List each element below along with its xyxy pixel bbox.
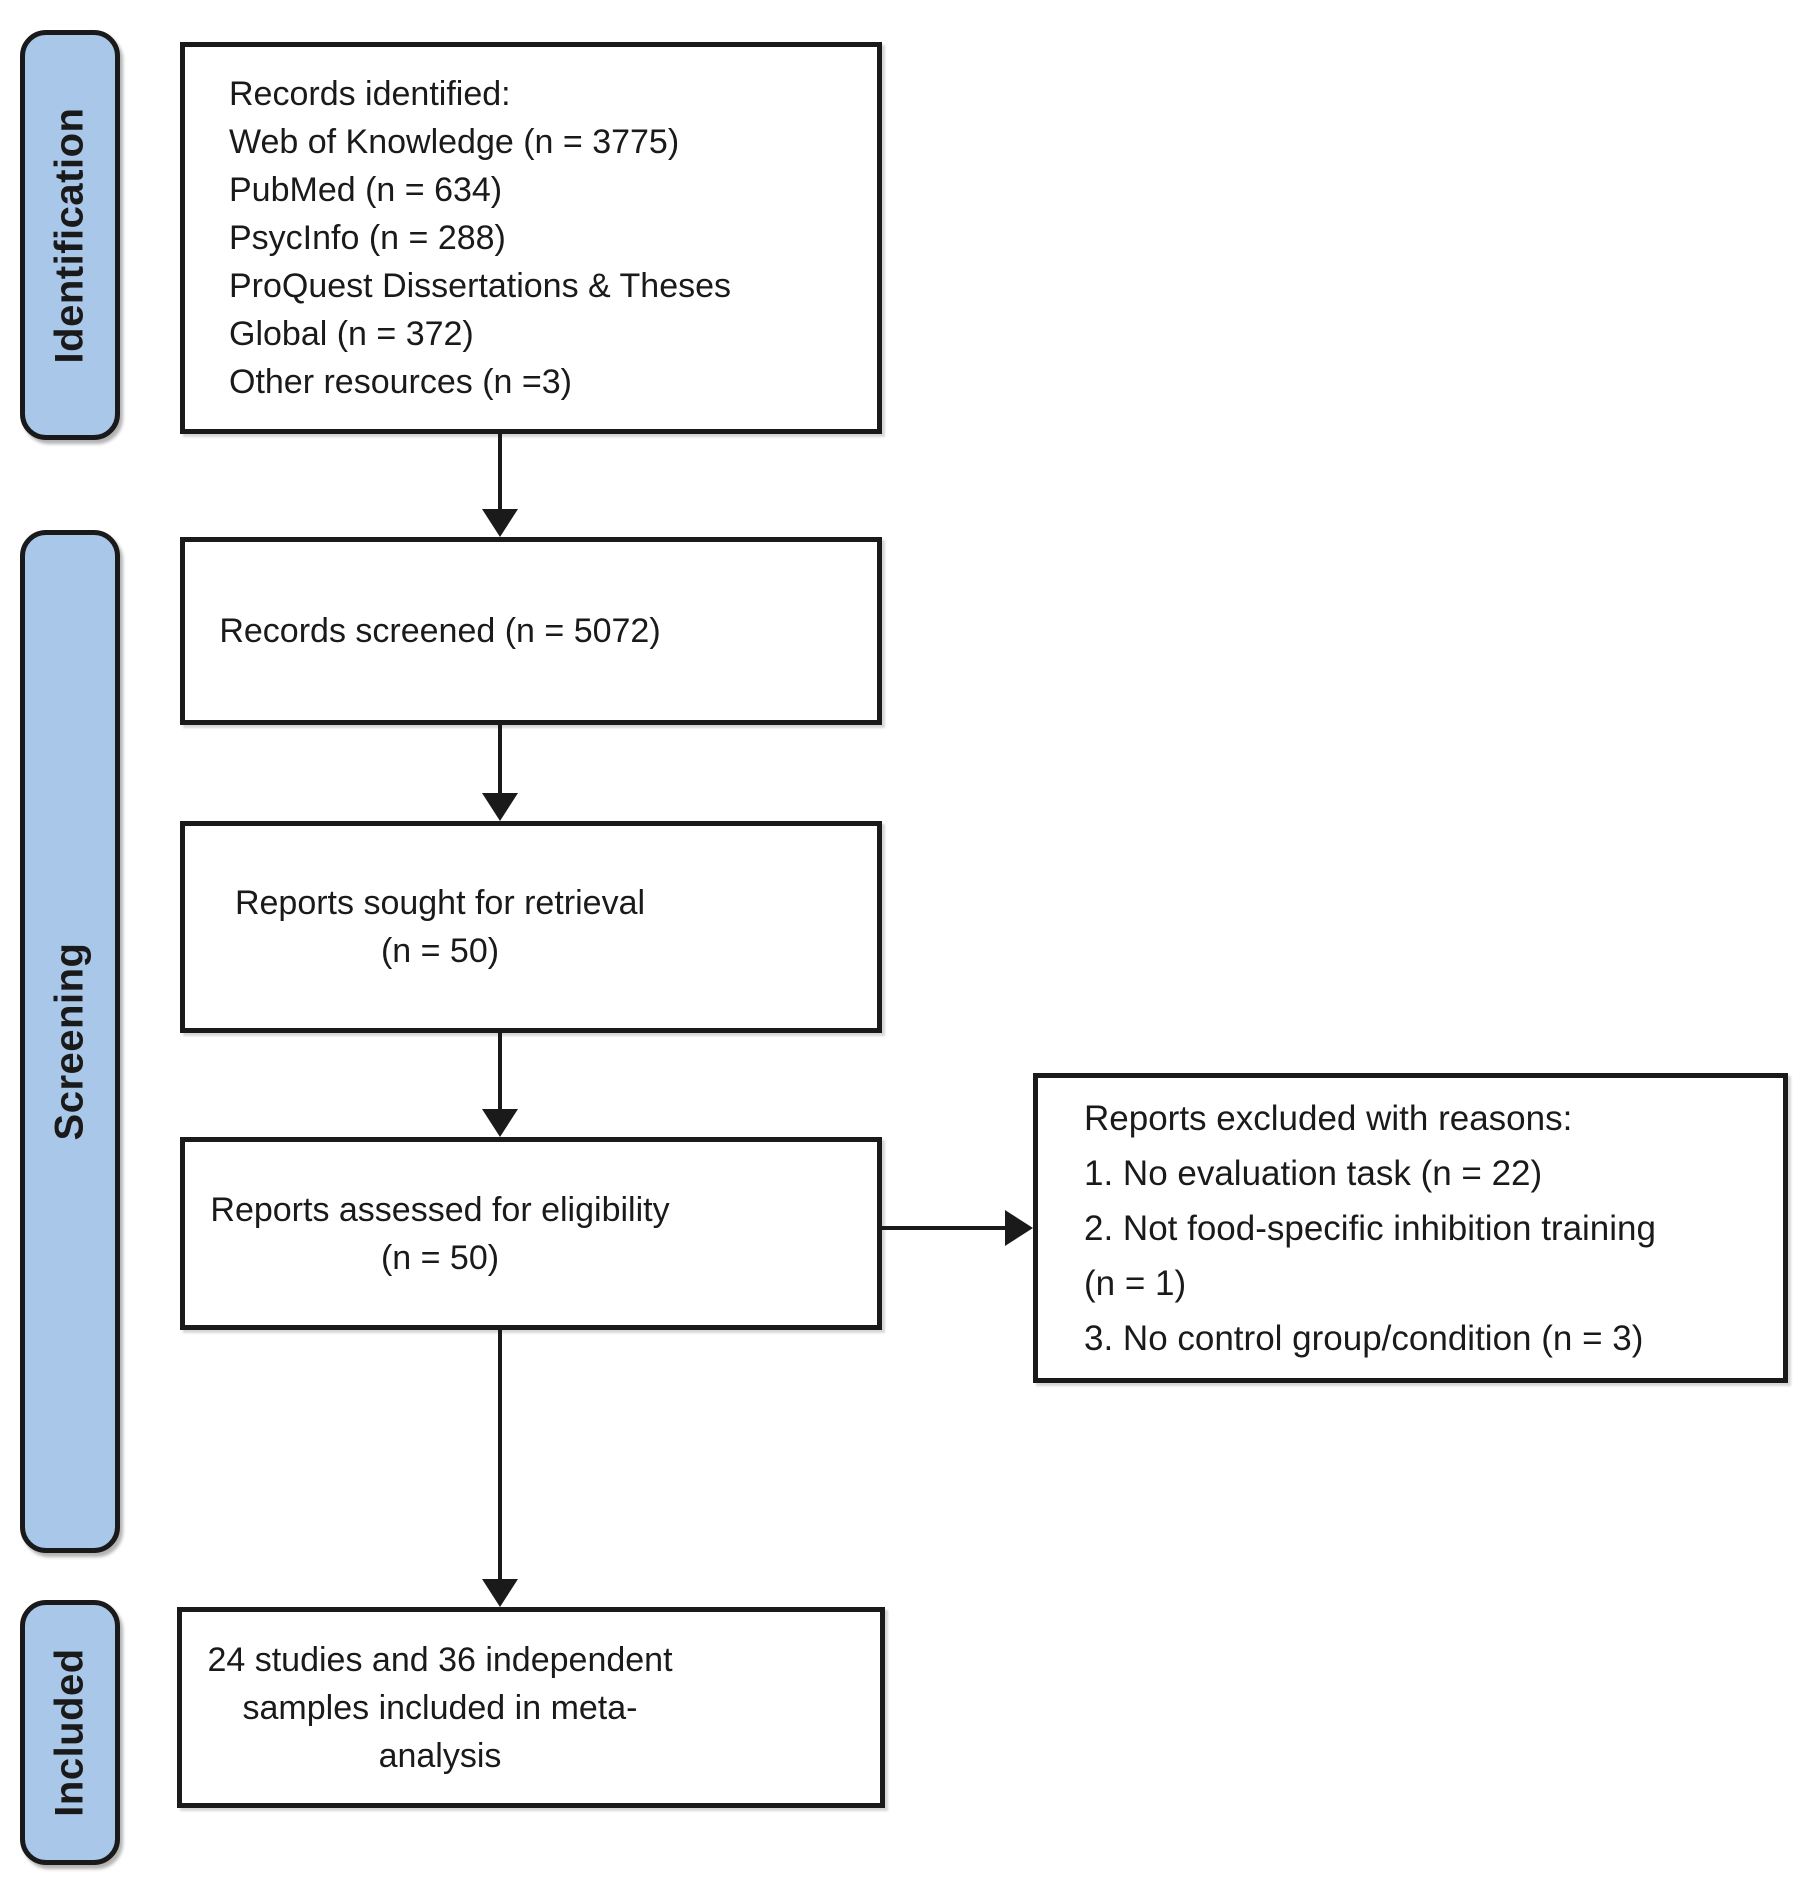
arrow-screened-to-sought — [482, 725, 518, 821]
arrow-assessed-to-included — [482, 1330, 518, 1607]
records-identified-line: PubMed (n = 634) — [229, 171, 503, 209]
arrow-down-icon — [482, 1579, 518, 1607]
stage-label-screening: Screening — [20, 530, 120, 1553]
records-identified-line: Global (n = 372) — [229, 315, 474, 353]
reports-excluded-box: Reports excluded with reasons: 1. No eva… — [1033, 1073, 1788, 1383]
reports-assessed-line: Reports assessed for eligibility — [210, 1190, 670, 1229]
stage-label-included-text: Included — [47, 1648, 92, 1817]
reports-sought-box: Reports sought for retrieval (n = 50) — [180, 821, 882, 1033]
records-identified-line: PsycInfo (n = 288) — [229, 219, 506, 257]
stage-label-included: Included — [20, 1600, 120, 1865]
reports-assessed-box: Reports assessed for eligibility (n = 50… — [180, 1137, 882, 1330]
stage-label-screening-text: Screening — [47, 942, 92, 1141]
reports-sought-line: Reports sought for retrieval — [234, 884, 646, 922]
reports-sought-line: (n = 50) — [380, 932, 500, 970]
included-meta-analysis-box: 24 studies and 36 independent samples in… — [177, 1607, 885, 1808]
arrow-stem — [498, 725, 502, 797]
arrow-stem — [498, 1330, 502, 1583]
records-screened-line: Records screened (n = 5072) — [219, 612, 661, 650]
included-meta-line: samples included in meta- — [242, 1688, 638, 1727]
included-meta-line: analysis — [378, 1736, 502, 1775]
arrow-stem — [498, 1033, 502, 1113]
reports-excluded-line: 2. Not food-specific inhibition training — [1084, 1208, 1656, 1248]
arrow-right-icon — [1005, 1210, 1033, 1246]
records-screened-box: Records screened (n = 5072) — [180, 537, 882, 725]
records-identified-box: Records identified: Web of Knowledge (n … — [180, 42, 882, 434]
records-identified-line: Records identified: — [229, 75, 511, 113]
reports-assessed-line: (n = 50) — [380, 1238, 500, 1277]
reports-excluded-line: 3. No control group/condition (n = 3) — [1084, 1318, 1644, 1358]
reports-excluded-line: (n = 1) — [1084, 1263, 1187, 1303]
stage-label-identification: Identification — [20, 30, 120, 440]
arrow-down-icon — [482, 509, 518, 537]
arrow-stem — [882, 1226, 1009, 1230]
included-meta-line: 24 studies and 36 independent — [207, 1640, 673, 1679]
arrow-stem — [498, 433, 502, 513]
arrow-down-icon — [482, 1109, 518, 1137]
arrow-assessed-to-excluded — [882, 1210, 1033, 1246]
arrow-down-icon — [482, 793, 518, 821]
records-identified-line: Other resources (n =3) — [229, 363, 572, 401]
stage-label-identification-text: Identification — [47, 107, 92, 363]
arrow-identified-to-screened — [482, 433, 518, 537]
reports-excluded-line: Reports excluded with reasons: — [1084, 1098, 1573, 1138]
records-identified-line: Web of Knowledge (n = 3775) — [229, 123, 680, 161]
arrow-sought-to-assessed — [482, 1033, 518, 1137]
records-identified-line: ProQuest Dissertations & Theses — [229, 267, 732, 305]
reports-excluded-line: 1. No evaluation task (n = 22) — [1084, 1153, 1543, 1193]
